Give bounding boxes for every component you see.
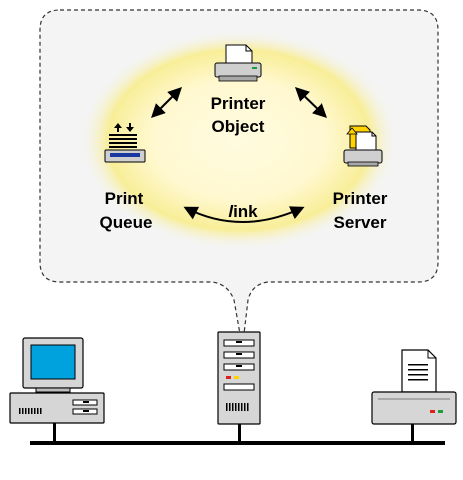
printer-object-label-line1: Printer (211, 94, 266, 113)
print-queue-label-line2: Queue (100, 213, 153, 232)
server-drop (238, 422, 241, 442)
arrow-object-to-server (294, 87, 328, 118)
print-queue-label-line1: Print (105, 189, 144, 208)
workstation-drop (53, 422, 56, 442)
printer-drop (411, 422, 414, 442)
link-label-rest: ink (233, 202, 258, 221)
arrow-queue-to-server-link (183, 206, 305, 223)
network-bus (30, 441, 445, 445)
printer-object-label-line2: Object (212, 117, 265, 136)
print-queue-icon (104, 123, 146, 163)
glow-ring (79, 30, 399, 250)
printer-server-label-line2: Server (334, 213, 387, 232)
network-printer-icon (371, 349, 457, 425)
printer-object-icon (214, 44, 262, 82)
link-label: link (228, 202, 258, 221)
printer-server-icon (343, 125, 383, 167)
printer-server-label-line1: Printer (333, 189, 388, 208)
arrow-queue-to-object (151, 87, 182, 118)
workstation-icon (9, 337, 105, 424)
server-tower-icon (217, 331, 261, 425)
link-label-italic: l (228, 202, 234, 221)
